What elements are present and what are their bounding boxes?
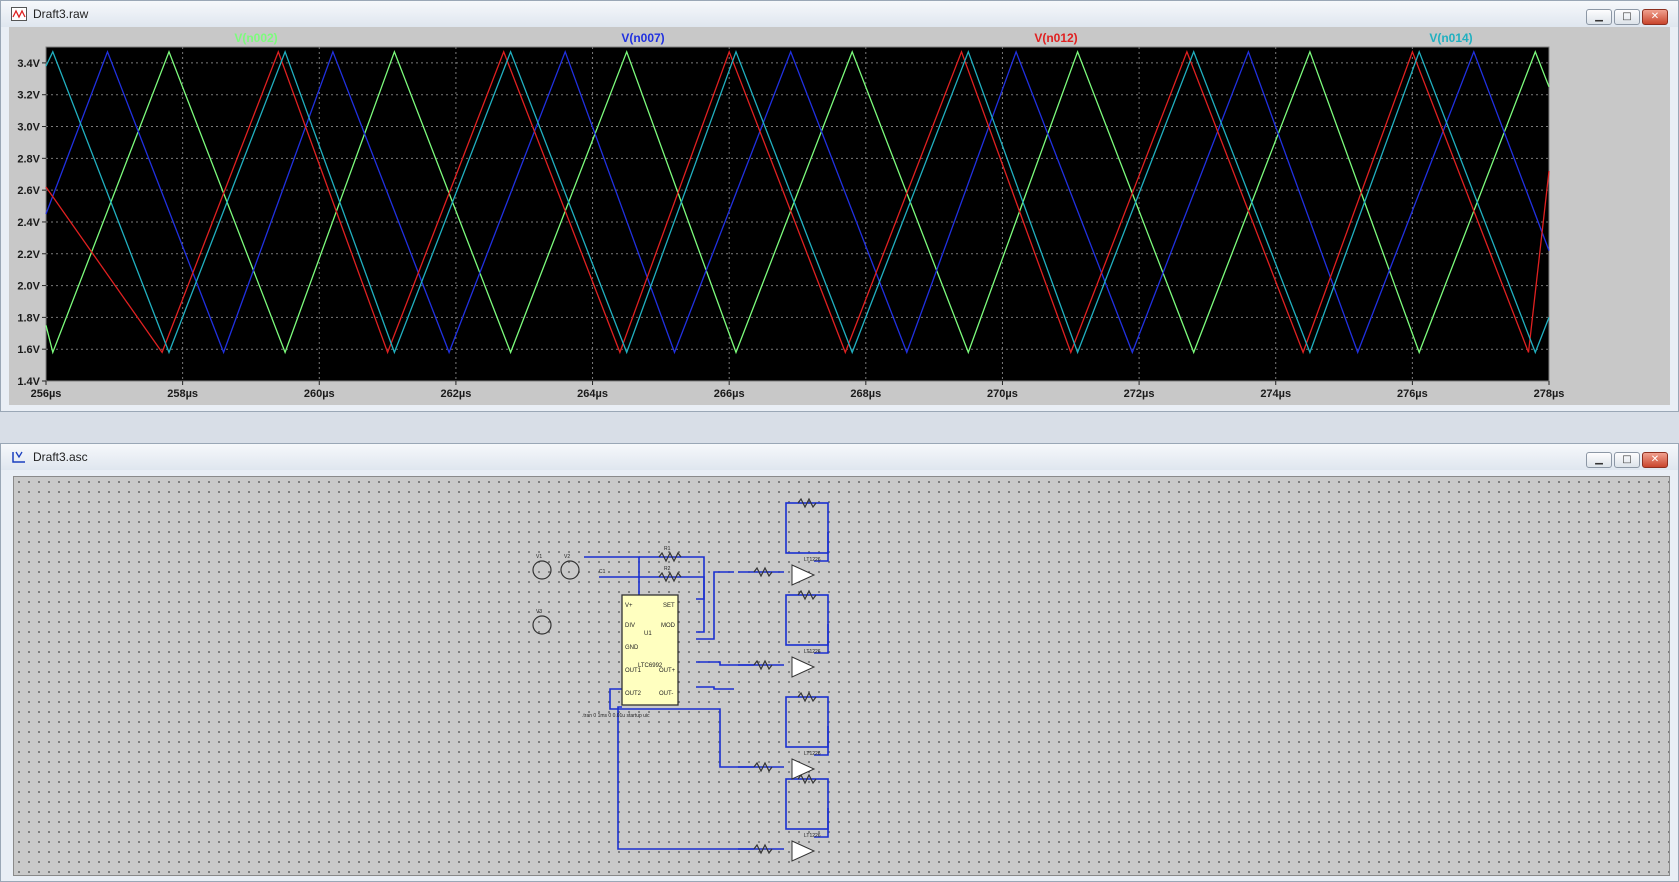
resistor-r1-label: R1: [664, 546, 671, 552]
y-tick-label: 1.4V: [17, 376, 40, 388]
x-tick-label: 278µs: [1534, 388, 1565, 400]
legend-vn012: V(n012): [1034, 31, 1077, 45]
x-tick-label: 256µs: [31, 388, 62, 400]
u1-name: U1: [644, 631, 652, 637]
legend-vn007: V(n007): [621, 31, 664, 45]
schematic-window-title: Draft3.asc: [33, 450, 88, 464]
u1-pin-outminus: OUT-: [659, 691, 673, 697]
u1-pin-set: SET: [663, 603, 675, 609]
y-tick-label: 3.4V: [17, 58, 40, 70]
y-tick-label: 3.0V: [17, 122, 40, 134]
u1-pin-out2: OUT2: [625, 691, 642, 697]
wires: [584, 502, 829, 850]
waveform-chart[interactable]: 256µs 258µs 260µs 262µs 264µs 266µs 268µs 270µs…: [9, 27, 1670, 405]
x-tick-label: 266µs: [714, 388, 745, 400]
y-tick-label: 1.6V: [17, 344, 40, 356]
resistor-r2-label: R2: [664, 566, 671, 572]
series-line-vn007: [45, 49, 1550, 355]
schematic-canvas[interactable]: U1 LTC6992 V+ SET DIV MOD GND OUT1 OUT2 …: [13, 476, 1670, 876]
u1-pin-gnd: GND: [625, 645, 639, 651]
source-v1-label: V1: [536, 554, 542, 560]
schematic-close-button[interactable]: ✕: [1642, 452, 1668, 468]
y-tick-label: 2.4V: [17, 217, 40, 229]
y-tick-label: 2.0V: [17, 281, 40, 293]
waveform-close-button[interactable]: ✕: [1642, 9, 1668, 25]
opamp-3-part: LT1226: [804, 751, 821, 757]
series-line-vn012: [45, 49, 1550, 355]
waveform-plot-area[interactable]: 256µs 258µs 260µs 262µs 264µs 266µs 268µs 270µs…: [9, 27, 1670, 405]
opamp-1-part: LT1226: [804, 557, 821, 563]
u1-pin-out1: OUT1: [625, 668, 642, 674]
schematic-maximize-button[interactable]: □: [1614, 452, 1640, 468]
series-line-vn014: [45, 49, 1550, 355]
x-tick-label: 274µs: [1260, 388, 1291, 400]
schematic-minimize-button[interactable]: ▁: [1586, 452, 1612, 468]
u1-pin-outplus: OUT+: [659, 668, 676, 674]
x-tick-label: 260µs: [304, 388, 335, 400]
u1-pin-mod: MOD: [661, 623, 676, 629]
waveform-window-title: Draft3.raw: [33, 7, 89, 21]
schematic-window[interactable]: Draft3.asc ▁ □ ✕: [0, 443, 1679, 882]
voltage-sources: [532, 560, 580, 635]
maximize-icon: □: [1622, 11, 1632, 22]
y-tick-label: 2.6V: [17, 185, 40, 197]
x-tick-label: 272µs: [1124, 388, 1155, 400]
y-tick-label: 1.8V: [17, 312, 40, 324]
legend-vn002: V(n002): [234, 31, 277, 45]
ltc6992-chip[interactable]: [621, 594, 679, 706]
schematic-drawing[interactable]: U1 LTC6992 V+ SET DIV MOD GND OUT1 OUT2 …: [14, 477, 1671, 877]
schematic-window-icon: [12, 451, 25, 463]
waveform-maximize-button[interactable]: □: [1614, 9, 1640, 25]
x-tick-label: 270µs: [987, 388, 1018, 400]
chip-labels: U1 LTC6992 V+ SET DIV MOD GND OUT1 OUT2 …: [625, 603, 676, 697]
x-tick-label: 258µs: [167, 388, 198, 400]
y-tick-label: 2.8V: [17, 153, 40, 165]
minimize-icon: ▁: [1595, 11, 1603, 22]
opamp-2-part: LT1226: [804, 649, 821, 655]
close-icon: ✕: [1650, 454, 1660, 465]
u1-pin-div: DIV: [625, 623, 635, 629]
waveform-titlebar[interactable]: Draft3.raw ▁ □ ✕: [1, 1, 1678, 27]
waveform-window-icon: [11, 7, 27, 21]
close-icon: ✕: [1650, 11, 1660, 22]
waveform-minimize-button[interactable]: ▁: [1586, 9, 1612, 25]
waveform-window[interactable]: Draft3.raw ▁ □ ✕ 256µs 258µs 260µs 262µs 264…: [0, 0, 1679, 412]
source-v2-label: V2: [564, 554, 570, 560]
x-tick-label: 262µs: [441, 388, 472, 400]
x-tick-label: 276µs: [1397, 388, 1428, 400]
y-tick-label: 3.2V: [17, 90, 40, 102]
schematic-titlebar[interactable]: Draft3.asc ▁ □ ✕: [1, 444, 1678, 470]
opamp-4-part: LT1226: [804, 833, 821, 839]
u1-part: LTC6992: [638, 663, 663, 669]
spice-directive[interactable]: .tran 0 1ms 0 0.01u startup uic: [582, 713, 650, 719]
source-v3-label: V3: [536, 609, 542, 615]
u1-pin-vplus: V+: [625, 603, 633, 609]
plot-background: [45, 46, 1550, 382]
opamps: [791, 564, 816, 862]
legend-vn014: V(n014): [1429, 31, 1472, 45]
y-tick-label: 2.2V: [17, 249, 40, 261]
minimize-icon: ▁: [1595, 454, 1603, 465]
x-tick-label: 264µs: [577, 388, 608, 400]
cap-c1-label: C1: [599, 569, 606, 575]
x-tick-label: 268µs: [850, 388, 881, 400]
component-labels: V1 V2 V3 C1 R1 R2 LT1226 LT1226 LT1226 L…: [536, 546, 821, 839]
maximize-icon: □: [1622, 454, 1632, 465]
